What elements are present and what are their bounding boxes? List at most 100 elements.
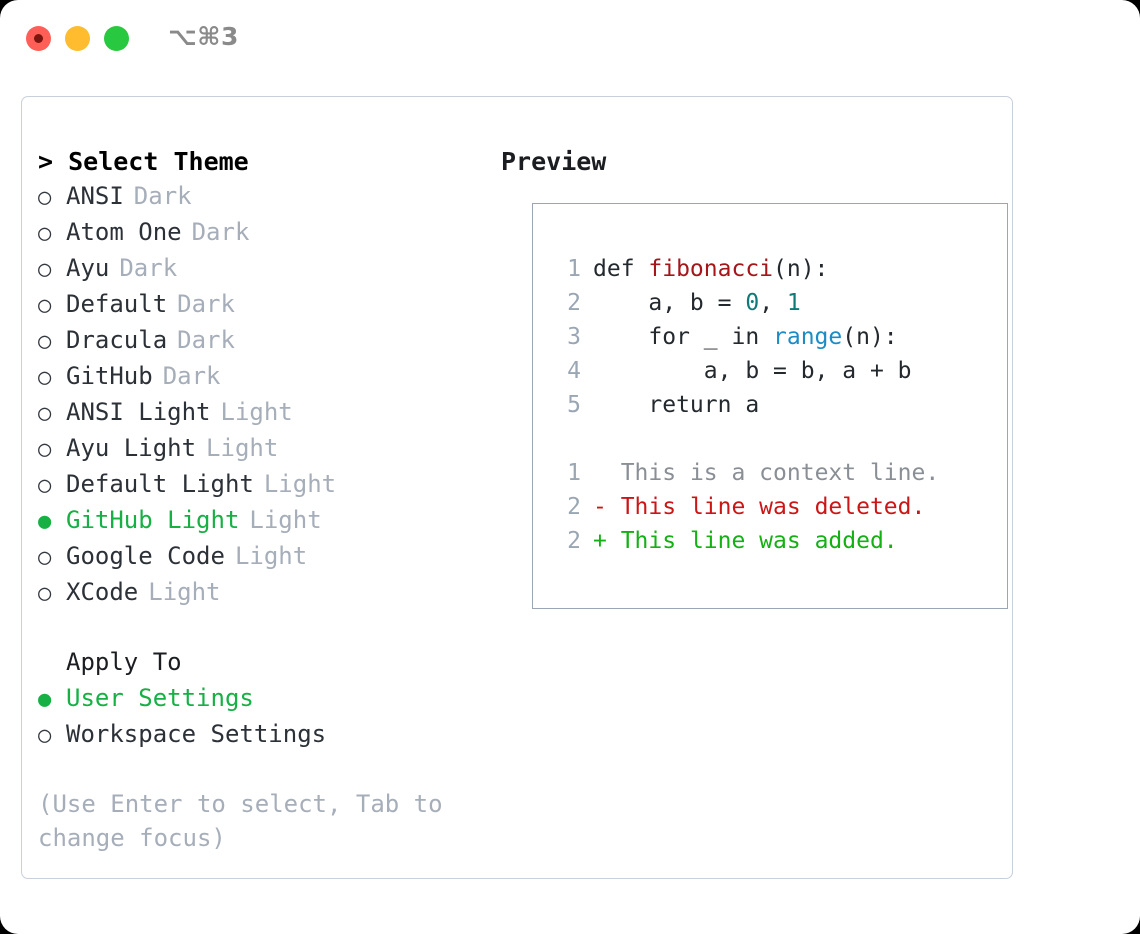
theme-option-tag: Light (220, 398, 293, 426)
diff-line: 1 This is a context line. (551, 456, 999, 490)
keyboard-shortcut-label: ⌥⌘3 (168, 22, 239, 51)
radio-unselected-icon[interactable]: ○ (38, 329, 52, 354)
apply-to-heading: ○ Apply To (38, 645, 468, 681)
apply-to-option[interactable]: ○ Workspace Settings (38, 717, 468, 753)
minimize-button[interactable] (65, 26, 90, 51)
theme-option-tag: Light (148, 578, 221, 606)
radio-selected-icon[interactable]: ● (38, 509, 52, 534)
apply-to-option-label: User Settings (66, 684, 254, 712)
diff-spacer (551, 422, 999, 456)
theme-option[interactable]: ○ Default Dark (38, 287, 468, 323)
radio-unselected-icon[interactable]: ○ (38, 581, 52, 606)
theme-option-tag: Dark (191, 218, 250, 246)
diff-line-number: 2 (567, 528, 581, 554)
diff-line-number: 2 (567, 494, 581, 520)
theme-option[interactable]: ○ Google Code Light (38, 539, 468, 575)
theme-option[interactable]: ○ ANSI Dark (38, 179, 468, 215)
close-button[interactable] (26, 26, 51, 51)
code-token: a, b = b, a + b (593, 358, 912, 384)
radio-unselected-icon[interactable]: ○ (38, 185, 52, 210)
theme-option-tag: Dark (177, 326, 235, 354)
theme-option-label: ANSI (66, 182, 124, 210)
section-spacer (38, 611, 468, 645)
code-token: a, b = (593, 290, 746, 316)
diff-text: This line was deleted. (620, 494, 926, 520)
theme-option-tag: Light (206, 434, 279, 462)
code-line: 4 a, b = b, a + b (551, 354, 999, 388)
radio-unselected-icon[interactable]: ○ (38, 401, 52, 426)
theme-option-label: Default (66, 290, 168, 318)
radio-unselected-icon[interactable]: ○ (38, 257, 52, 282)
diff-line-number: 1 (567, 460, 581, 486)
apply-to-option-label: Workspace Settings (66, 720, 327, 748)
code-token: 1 (786, 290, 801, 316)
diff-sign (593, 456, 621, 490)
apply-to-option[interactable]: ● User Settings (38, 681, 468, 717)
theme-option-label: Ayu Light (66, 434, 197, 462)
code-line: 3 for _ in range(n): (551, 320, 999, 354)
code-token: return a (593, 392, 760, 418)
code-line: 5 return a (551, 388, 999, 422)
code-line-number: 1 (567, 256, 581, 282)
diff-sign: - (593, 494, 621, 520)
code-line-number: 5 (567, 392, 581, 418)
radio-unselected-icon[interactable]: ○ (38, 437, 52, 462)
apply-to-heading-label: Apply To (66, 648, 182, 676)
theme-option-label: Default Light (66, 470, 254, 498)
theme-option-tag: Light (263, 470, 337, 498)
theme-option[interactable]: ○ Default Light Light (38, 467, 468, 503)
apply-to-list[interactable]: ● User Settings ○ Workspace Settings (38, 681, 468, 753)
code-token: range (773, 324, 843, 350)
theme-option[interactable]: ○ GitHub Dark (38, 359, 468, 395)
theme-option-tag: Light (234, 542, 308, 570)
radio-selected-icon[interactable]: ● (38, 687, 52, 712)
theme-option-tag: Dark (177, 290, 235, 318)
diff-text: This line was added. (620, 528, 898, 554)
diff-sample: 1 This is a context line.2- This line wa… (551, 456, 999, 558)
theme-option-label: Ayu (66, 254, 110, 282)
theme-option[interactable]: ○ Ayu Dark (38, 251, 468, 287)
theme-option-label: GitHub (66, 362, 153, 390)
code-token: def (593, 256, 649, 282)
code-line-number: 3 (567, 324, 581, 350)
diff-sign: + (593, 528, 621, 554)
theme-option[interactable]: ○ XCode Light (38, 575, 468, 611)
theme-option-label: Google Code (66, 542, 225, 570)
traffic-lights (26, 26, 129, 51)
radio-unselected-icon[interactable]: ○ (38, 221, 52, 246)
radio-unselected-icon[interactable]: ○ (38, 723, 52, 748)
preview-heading: Preview (501, 147, 607, 176)
code-token: for _ in (593, 324, 774, 350)
theme-option-tag: Dark (162, 362, 221, 390)
theme-option-tag: Dark (133, 182, 192, 210)
keyboard-hint-text: (Use Enter to select, Tab to change focu… (38, 790, 458, 852)
radio-unselected-icon[interactable]: ○ (38, 365, 52, 390)
diff-line: 2- This line was deleted. (551, 490, 999, 524)
spacer-marker: ○ (38, 647, 66, 681)
diff-line: 2 + This line was added. (551, 524, 999, 558)
radio-unselected-icon[interactable]: ○ (38, 473, 52, 498)
radio-unselected-icon[interactable]: ○ (38, 293, 52, 318)
code-token: , (759, 290, 787, 316)
theme-option-tag: Dark (119, 254, 178, 282)
code-line-number: 2 (567, 290, 581, 316)
maximize-button[interactable] (104, 26, 129, 51)
select-theme-heading: > Select Theme (38, 147, 249, 176)
theme-option[interactable]: ○ Ayu Light Light (38, 431, 468, 467)
theme-option-label: GitHub Light (66, 506, 240, 534)
radio-unselected-icon[interactable]: ○ (38, 545, 52, 570)
theme-option-label: XCode (66, 578, 139, 606)
code-token: (n): (773, 256, 829, 282)
